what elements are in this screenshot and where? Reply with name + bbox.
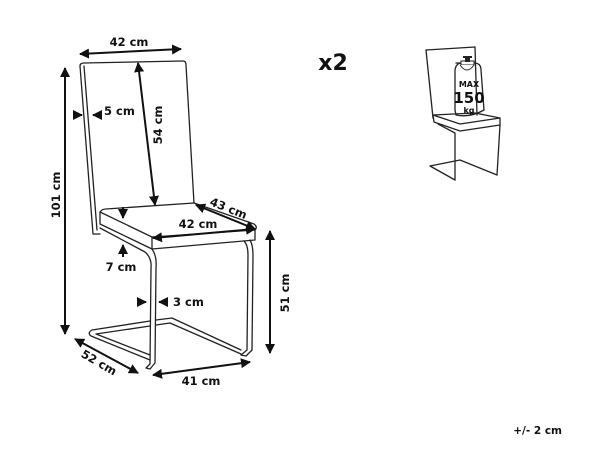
back-height-label: 54 cm <box>151 106 165 145</box>
dimension-arrows <box>60 44 275 379</box>
max-load-value: 150 <box>453 89 484 107</box>
back-width-label: 42 cm <box>110 35 149 49</box>
quantity-label: x2 <box>318 51 348 76</box>
seat-width-label: 42 cm <box>179 217 218 231</box>
tolerance-label: +/- 2 cm <box>513 425 562 437</box>
max-label: MAX <box>459 80 480 89</box>
back-thickness-label: 5 cm <box>104 104 135 118</box>
seat-height-label: 51 cm <box>278 274 292 313</box>
seat-thickness-label: 7 cm <box>106 260 137 274</box>
base-width-label: 41 cm <box>182 374 221 388</box>
max-load-unit: kg <box>463 106 474 115</box>
total-height-label: 101 cm <box>49 172 63 219</box>
leg-thickness-label: 3 cm <box>173 295 204 309</box>
max-load-chair-icon <box>425 46 501 181</box>
